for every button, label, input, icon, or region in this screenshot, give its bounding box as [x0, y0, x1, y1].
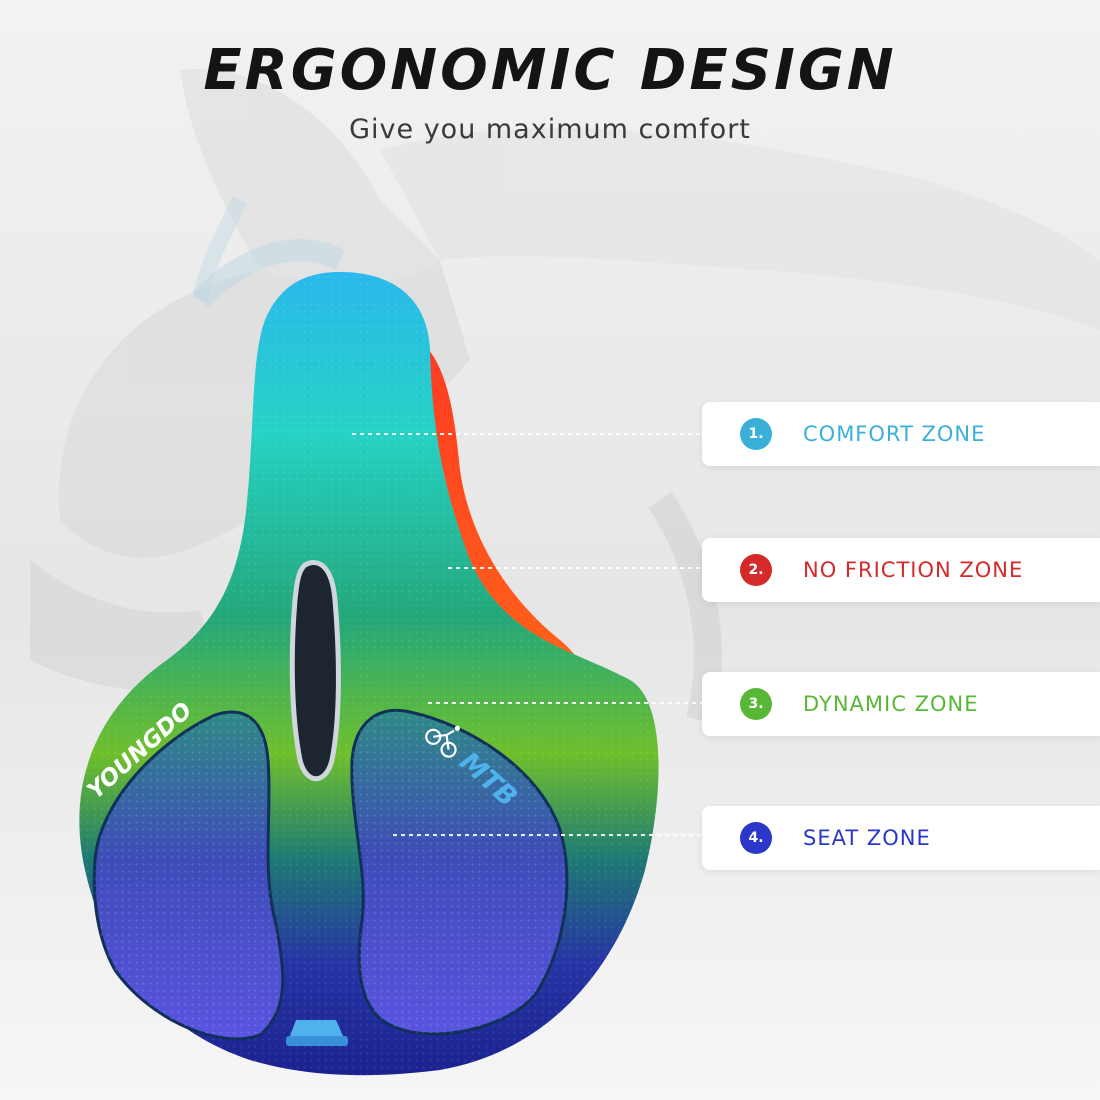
- page-title: ERGONOMIC DESIGN: [203, 38, 897, 103]
- saddle-rear-tag-base: [286, 1036, 348, 1046]
- saddle-rear-tag: [290, 1020, 343, 1036]
- zone-label: COMFORT ZONE: [803, 422, 986, 446]
- zone-number-badge: 2.: [740, 554, 772, 586]
- zone-leader-lines: [352, 433, 702, 836]
- page-subtitle: Give you maximum comfort: [349, 114, 751, 145]
- zone-label: DYNAMIC ZONE: [803, 692, 979, 716]
- saddle-side-panel: [415, 340, 597, 740]
- zone-card-no-friction: 2. NO FRICTION ZONE: [702, 538, 1100, 602]
- zone-label: SEAT ZONE: [803, 826, 931, 850]
- zone-number-badge: 1.: [740, 418, 772, 450]
- zone-card-comfort: 1. COMFORT ZONE: [702, 402, 1100, 466]
- saddle: YOUNGDO MTB: [79, 272, 659, 1076]
- zone-number-badge: 4.: [740, 822, 772, 854]
- saddle-cutout: [289, 560, 341, 782]
- cyclist-icon: [425, 725, 460, 758]
- zone-label: NO FRICTION ZONE: [803, 558, 1024, 582]
- zone-card-seat: 4. SEAT ZONE: [702, 806, 1100, 870]
- zone-number-badge: 3.: [740, 688, 772, 720]
- zone-card-dynamic: 3. DYNAMIC ZONE: [702, 672, 1100, 736]
